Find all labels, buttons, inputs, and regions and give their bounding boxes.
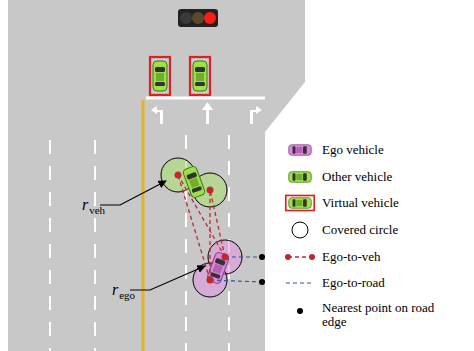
legend-label: Ego-to-road xyxy=(322,276,385,290)
road-surface xyxy=(8,0,305,351)
legend-label: Ego-to-veh xyxy=(322,250,380,264)
legend-icons xyxy=(285,145,315,314)
legend-label: Covered circle xyxy=(322,223,398,237)
radius-symbol: r xyxy=(112,281,118,299)
nearest-points xyxy=(259,254,265,285)
center-dots xyxy=(175,172,229,284)
legend-label: Virtual vehicle xyxy=(322,196,399,210)
radius-symbol: r xyxy=(82,196,88,214)
legend-label: Nearest point on road edge xyxy=(322,301,462,330)
legend-label: Ego vehicle xyxy=(322,143,384,157)
traffic-light xyxy=(178,9,218,27)
ego-to-road-lines xyxy=(210,257,262,282)
ego-to-veh-lines xyxy=(178,175,225,280)
legend-label: Other vehicle xyxy=(322,170,392,184)
lane-arrows xyxy=(151,102,262,124)
stop-line xyxy=(146,97,265,100)
lane-dashes xyxy=(50,135,229,351)
radius-subscript: ego xyxy=(119,289,135,301)
yellow-center-line xyxy=(142,100,145,351)
vehicles xyxy=(150,57,242,297)
radius-subscript: veh xyxy=(89,204,105,216)
radius-leaders xyxy=(100,181,205,290)
